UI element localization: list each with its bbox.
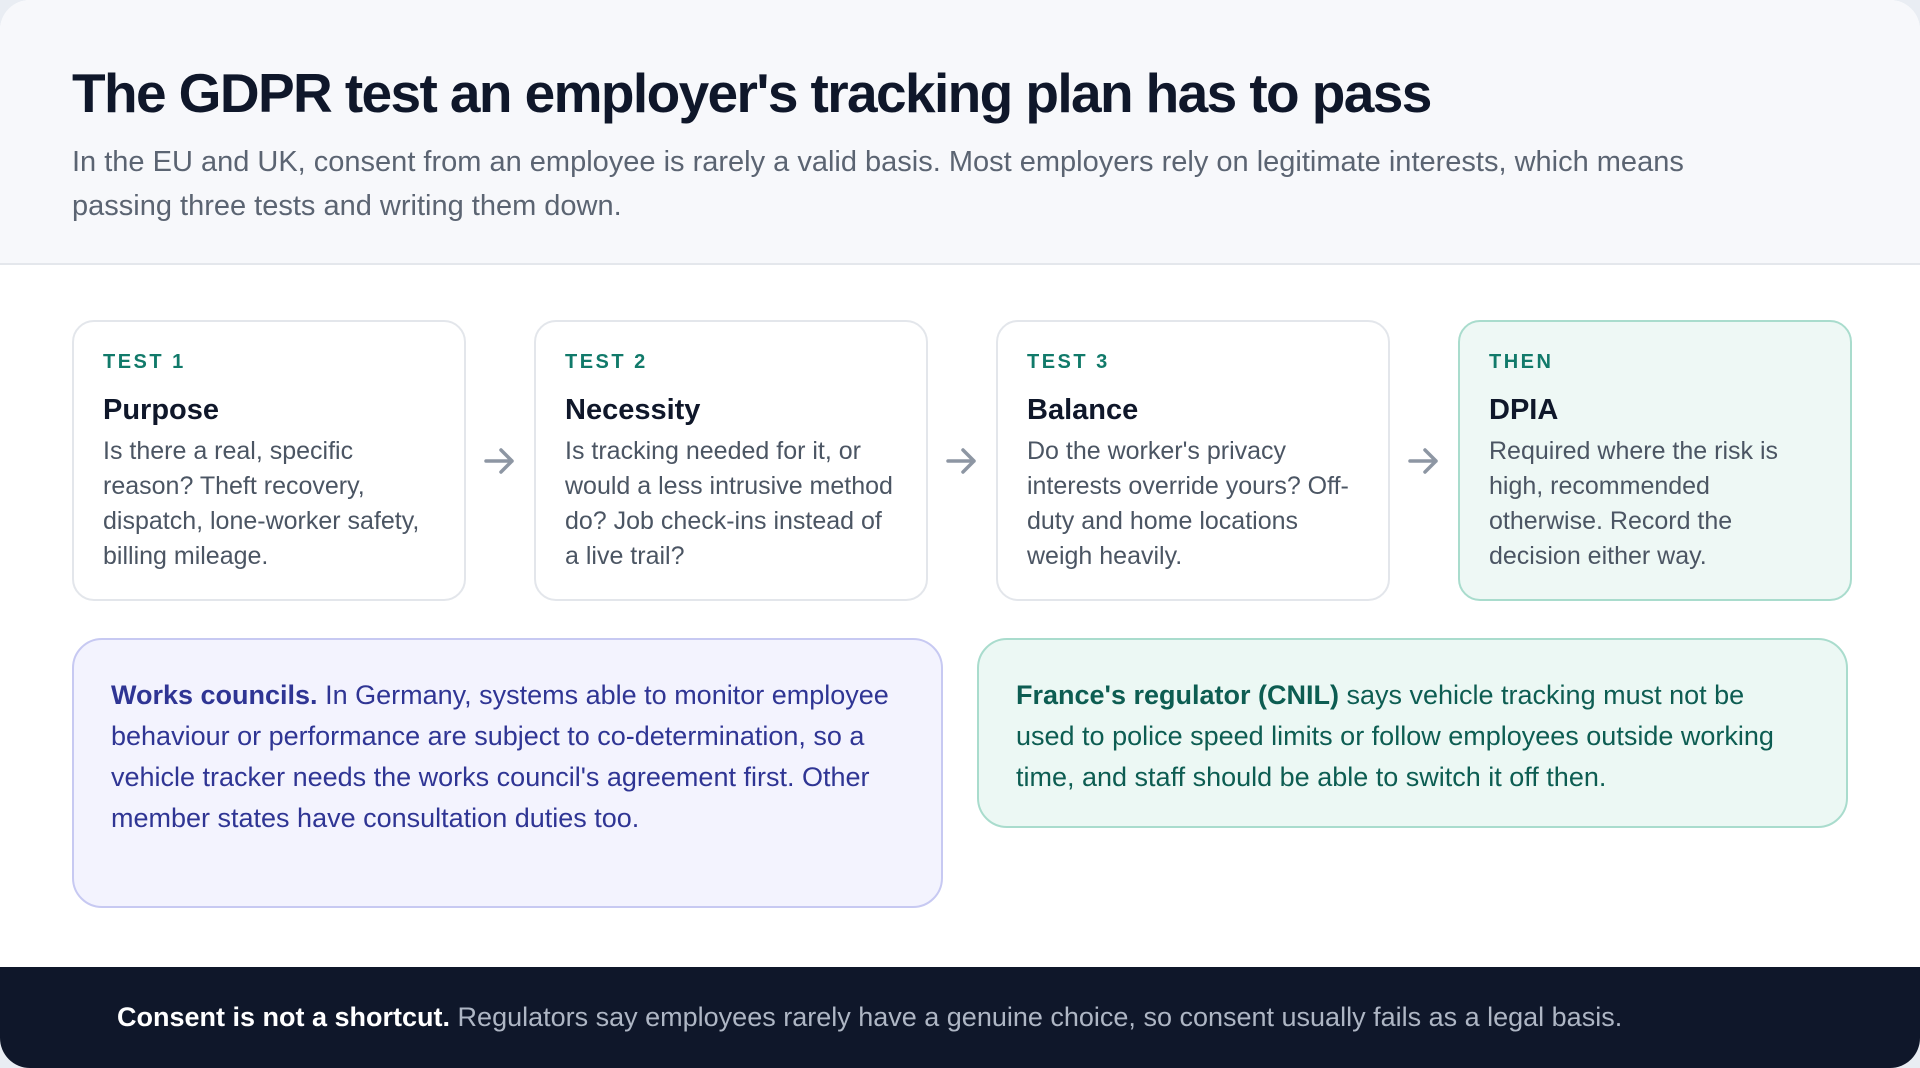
step-title: Purpose <box>103 394 220 426</box>
arrow-right-icon <box>1390 320 1458 601</box>
step-kicker: TEST 3 <box>1027 351 1110 373</box>
step-card-purpose: TEST 1 Purpose Is there a real, specific… <box>72 320 466 601</box>
step-body: Is tracking needed for it, or would a le… <box>565 437 893 570</box>
note-text: says vehicle tracking must not be used t… <box>1016 680 1774 792</box>
step-kicker: TEST 2 <box>565 351 648 373</box>
note-lead: Works councils. <box>111 680 318 710</box>
notes-row: Works councils. In Germany, systems able… <box>72 638 1848 908</box>
note-text: In Germany, systems able to monitor empl… <box>111 680 889 833</box>
step-card-necessity: TEST 2 Necessity Is tracking needed for … <box>534 320 928 601</box>
arrow-right-icon <box>928 320 996 601</box>
step-title: Balance <box>1027 394 1139 426</box>
arrow-right-icon <box>466 320 534 601</box>
footer-text: Regulators say employees rarely have a g… <box>450 1002 1623 1032</box>
step-body: Do the worker's privacy interests overri… <box>1027 437 1349 570</box>
page-title: The GDPR test an employer's tracking pla… <box>72 62 1432 124</box>
step-title: DPIA <box>1489 394 1559 426</box>
footer-lead: Consent is not a shortcut. <box>117 1002 451 1032</box>
footer-banner: Consent is not a shortcut. Regulators sa… <box>0 967 1920 1068</box>
step-kicker: THEN <box>1489 351 1554 373</box>
step-kicker: TEST 1 <box>103 351 186 373</box>
header: The GDPR test an employer's tracking pla… <box>0 0 1920 265</box>
cnil-note: France's regulator (CNIL) says vehicle t… <box>977 638 1848 828</box>
step-card-dpia: THEN DPIA Required where the risk is hig… <box>1458 320 1852 601</box>
test-steps-flow: TEST 1 Purpose Is there a real, specific… <box>72 320 1852 601</box>
step-body: Required where the risk is high, recomme… <box>1489 437 1779 570</box>
page-subtitle: In the EU and UK, consent from an employ… <box>72 146 1684 222</box>
step-body: Is there a real, specific reason? Theft … <box>103 437 420 570</box>
works-councils-note: Works councils. In Germany, systems able… <box>72 638 943 908</box>
step-card-balance: TEST 3 Balance Do the worker's privacy i… <box>996 320 1390 601</box>
note-lead: France's regulator (CNIL) <box>1016 680 1339 710</box>
step-title: Necessity <box>565 394 701 426</box>
